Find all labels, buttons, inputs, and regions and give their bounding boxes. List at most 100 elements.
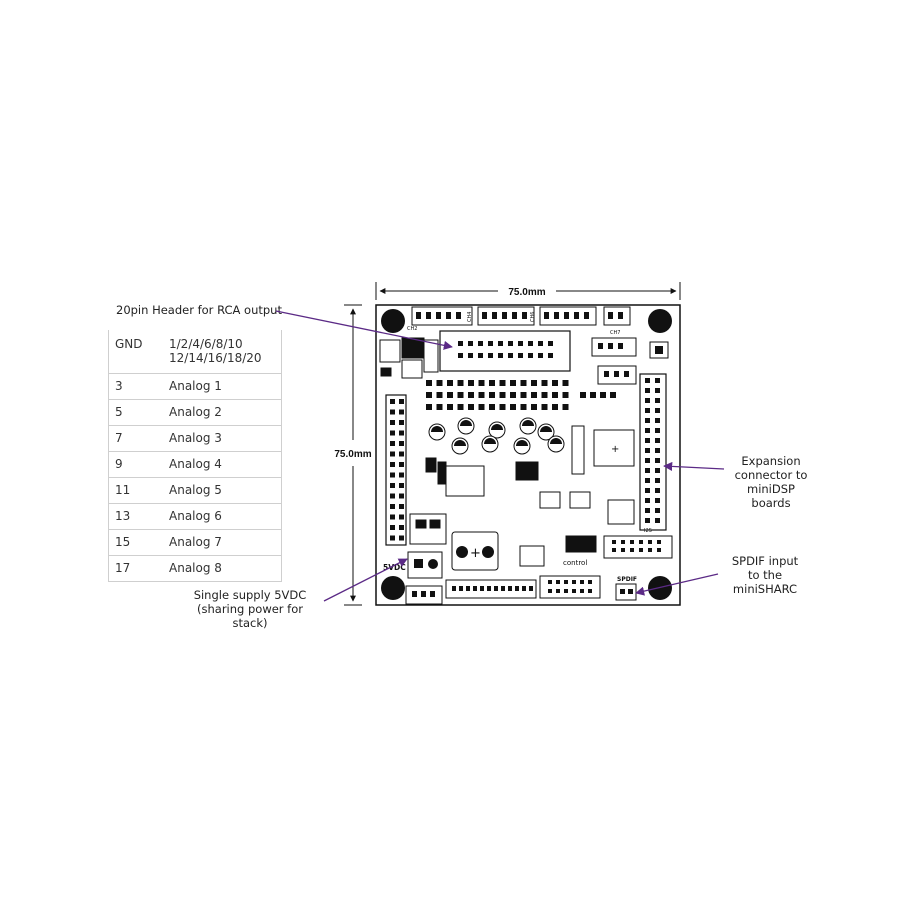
resistor <box>489 404 495 410</box>
resistor <box>499 380 506 386</box>
resistor <box>489 392 495 398</box>
connector-pin <box>608 312 613 319</box>
connector-pin <box>473 586 477 591</box>
pin-signal-text: Analog 3 <box>169 431 222 445</box>
header-pin <box>399 441 404 446</box>
resistor <box>468 380 474 386</box>
capacitor <box>537 423 555 441</box>
resistor <box>510 392 516 398</box>
control-pin <box>588 580 592 584</box>
right-top-connectors <box>591 337 669 385</box>
resistor <box>436 404 443 410</box>
resistor <box>426 404 432 410</box>
connector-pin <box>655 346 663 354</box>
pin-signal-text-2: 12/14/16/18/20 <box>169 351 262 365</box>
connector-pin <box>522 312 527 319</box>
pin-signal: Analog 4 <box>169 451 282 478</box>
control-pin <box>556 580 560 584</box>
arrow-rca <box>275 310 453 350</box>
pin-signal-text: Analog 7 <box>169 535 222 549</box>
resistor <box>510 380 516 386</box>
control-pin <box>588 589 592 593</box>
capacitor <box>457 417 475 435</box>
expansion-pin <box>655 468 660 473</box>
rca-pin <box>458 353 463 358</box>
connector-pin <box>598 343 603 349</box>
expansion-pin <box>655 508 660 513</box>
capacitor-band <box>522 420 534 426</box>
i2s-pin <box>657 540 661 544</box>
control-pin <box>548 580 552 584</box>
resistor <box>531 404 537 410</box>
i2s-pin <box>639 548 643 552</box>
rca-pin <box>488 353 493 358</box>
header-pin <box>399 399 404 404</box>
rca-pin <box>538 341 543 346</box>
label-ch4: CH4 <box>467 312 473 322</box>
header-pin <box>399 462 404 467</box>
header-pin <box>399 451 404 457</box>
header-pin <box>399 525 404 530</box>
resistor <box>580 392 586 398</box>
header-pin <box>399 535 404 541</box>
header-pin <box>390 451 395 457</box>
capacitor-band <box>516 440 528 446</box>
rca-pin <box>548 341 553 346</box>
cap-large-b <box>482 546 494 558</box>
mount-hole-br <box>648 576 672 600</box>
capacitor <box>513 437 531 455</box>
resistor <box>520 380 527 386</box>
connector-pin <box>452 586 456 591</box>
capacitor <box>428 423 446 441</box>
label-ch7: CH7 <box>610 330 620 336</box>
connector-pin <box>529 586 533 591</box>
connector-pin <box>544 312 549 319</box>
control-pin <box>572 580 576 584</box>
connector-pin <box>508 586 512 591</box>
resistor <box>552 392 558 398</box>
resistor <box>478 380 485 386</box>
callout-arrows <box>275 310 725 602</box>
capacitor <box>488 421 506 439</box>
expansion-pin <box>655 448 660 453</box>
resistor <box>468 404 474 410</box>
header-pin <box>399 483 404 488</box>
top-connectors <box>411 306 631 326</box>
connector-pin <box>436 312 441 319</box>
resistor <box>552 380 558 386</box>
connector-pin <box>584 312 589 319</box>
resistor <box>457 404 464 410</box>
dc-jack-square <box>414 559 423 568</box>
expansion-pin <box>645 508 650 513</box>
rca-pin <box>508 353 513 358</box>
capacitor <box>451 437 469 455</box>
connector-pin <box>502 312 507 319</box>
resistor <box>562 392 569 398</box>
resistor <box>457 380 464 386</box>
i2s-pin <box>621 548 625 552</box>
rca-pin <box>528 341 533 346</box>
expansion-pin <box>645 498 650 503</box>
connector-pin <box>482 312 487 319</box>
cap-large-plus: + <box>470 546 481 561</box>
header-pin <box>399 409 404 415</box>
rca-pin <box>548 353 553 358</box>
connector-pin <box>416 312 421 319</box>
resistor <box>541 380 548 386</box>
pin-signal-text: Analog 5 <box>169 483 222 497</box>
pin-signal: Analog 3 <box>169 425 282 452</box>
callout-expansion-line4: boards <box>751 496 791 510</box>
connector-pin <box>459 586 463 591</box>
header-pin <box>390 525 395 530</box>
header-pin <box>390 409 395 415</box>
expansion-pin <box>655 388 660 393</box>
i2s-pin <box>648 540 652 544</box>
header-pin <box>390 493 395 499</box>
resistor <box>552 404 558 410</box>
height-label: 75.0mm <box>334 449 371 460</box>
